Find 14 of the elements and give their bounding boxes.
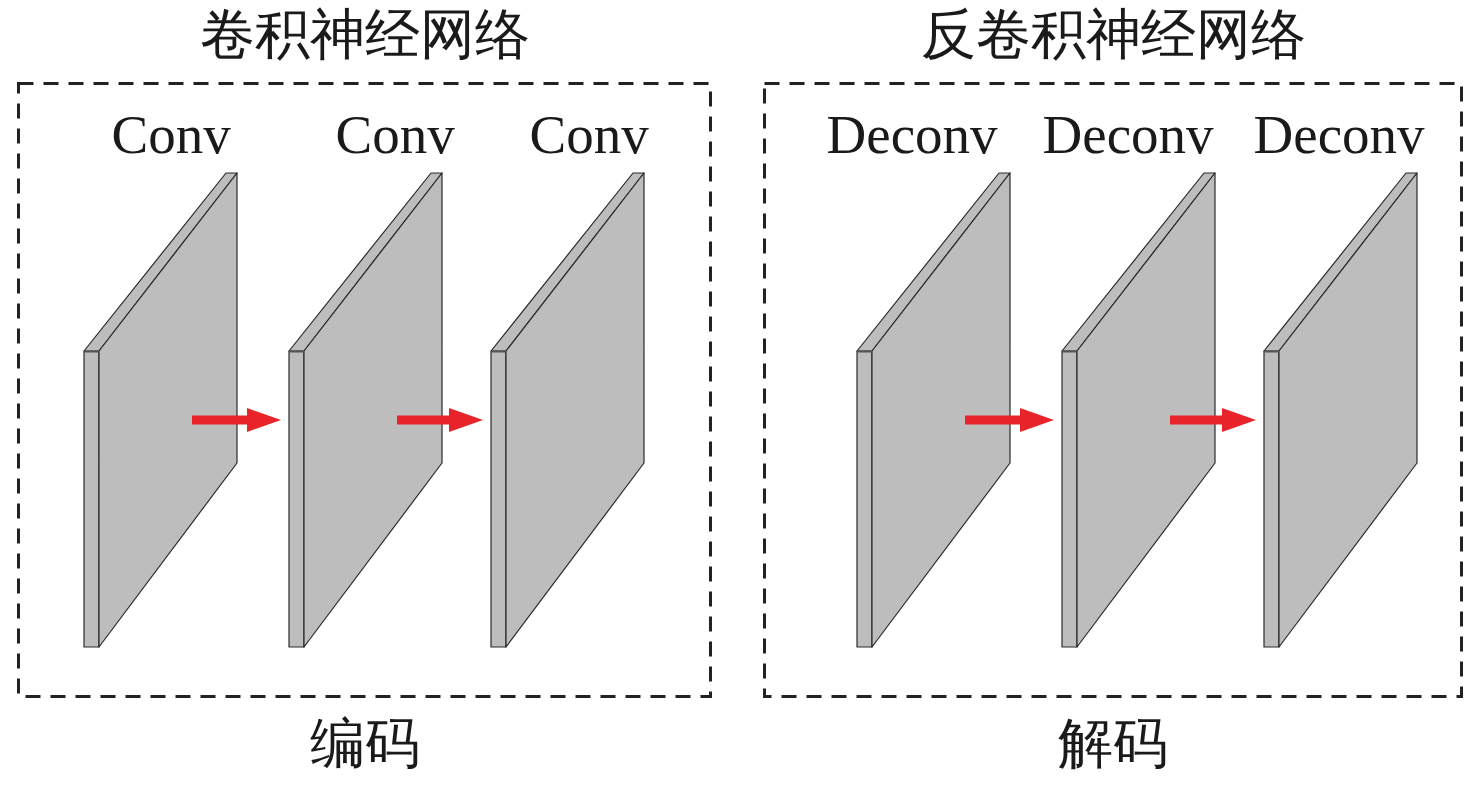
layer-label: Conv xyxy=(335,107,455,162)
layer-label: Conv xyxy=(111,107,231,162)
layer-label: Deconv xyxy=(1042,107,1214,162)
section-title: 卷积神经网络 xyxy=(199,7,530,62)
arrow xyxy=(1170,408,1256,432)
section-caption: 编码 xyxy=(309,716,420,771)
layer-label: Deconv xyxy=(1253,107,1425,162)
arrow xyxy=(192,408,281,432)
layer-label: Conv xyxy=(529,107,649,162)
arrow xyxy=(397,408,483,432)
section-title: 反卷积神经网络 xyxy=(920,7,1306,62)
layer-label: Deconv xyxy=(826,107,998,162)
arrow xyxy=(965,408,1054,432)
section-caption: 解码 xyxy=(1058,716,1168,771)
